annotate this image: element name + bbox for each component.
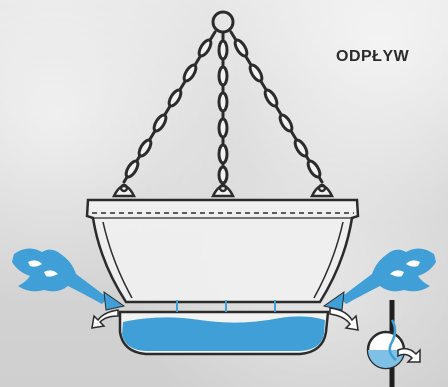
- chain-left: [124, 32, 215, 182]
- hanging-pot-icon: [87, 200, 358, 302]
- overflow-arrow-left: [92, 310, 118, 328]
- chain-right: [231, 32, 322, 182]
- overflow-arrow-right: [330, 308, 358, 330]
- hanging-ring-icon: [213, 12, 233, 32]
- chain-middle: [219, 32, 227, 183]
- chain-icon: [124, 32, 322, 183]
- chain-mounts: [114, 185, 332, 196]
- drain-outlet-icon: [368, 300, 420, 387]
- water-reservoir: [120, 312, 328, 354]
- outflow-label: ODPŁYW: [336, 48, 409, 66]
